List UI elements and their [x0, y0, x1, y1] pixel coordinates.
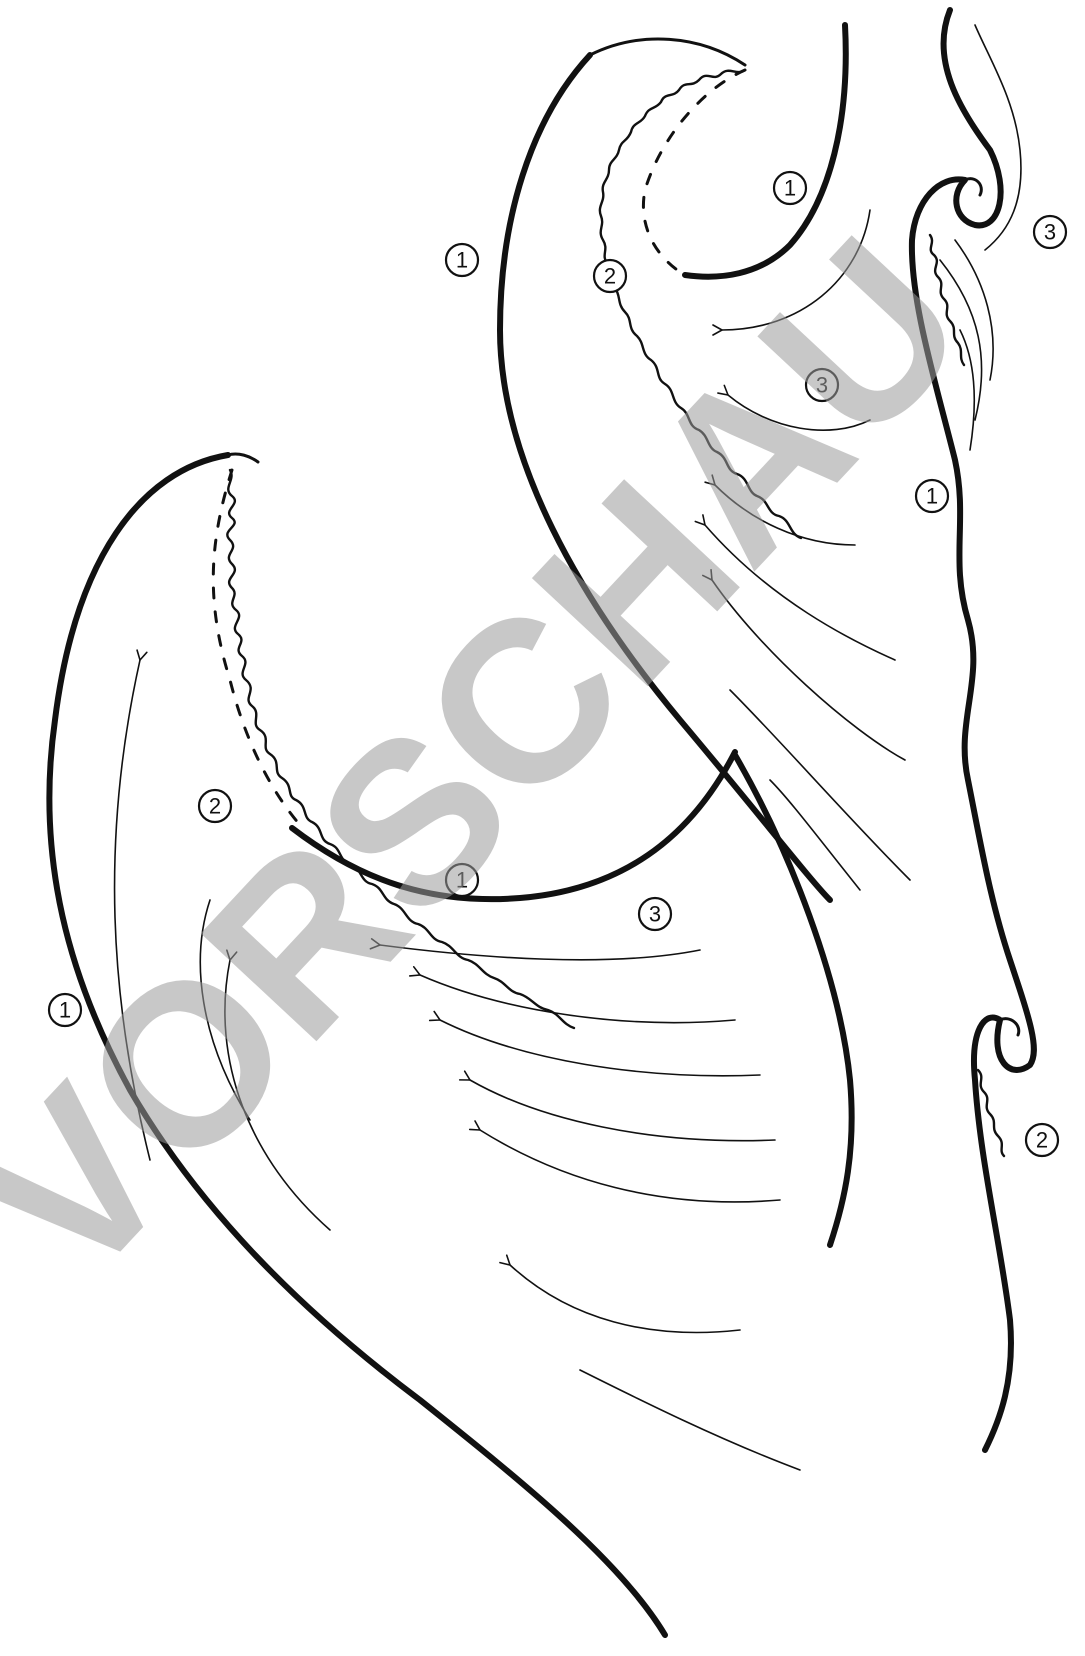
top-wave-foam-dashes	[643, 70, 745, 272]
big-wave-crest-tip	[228, 454, 258, 462]
svg-text:1: 1	[456, 248, 468, 273]
top-wave-inner-marker: 1	[774, 172, 806, 204]
top-wave-foam-marker: 2	[594, 260, 626, 292]
right-edge-waves: 3 1 2	[912, 10, 1066, 1450]
big-wave-wind-marker: 3	[639, 898, 671, 930]
right-edge-upper-marker: 3	[1034, 216, 1066, 248]
right-edge-lower-marker: 2	[1026, 1124, 1058, 1156]
watermark-text: VORSCHAU	[0, 191, 1013, 1329]
big-wave-wind-arrows	[380, 945, 800, 1470]
right-edge-middle-marker: 1	[916, 480, 948, 512]
svg-text:3: 3	[1044, 220, 1056, 245]
right-edge-main-line	[912, 10, 1034, 1450]
svg-text:1: 1	[784, 176, 796, 201]
svg-text:2: 2	[209, 794, 221, 819]
svg-text:2: 2	[1036, 1128, 1048, 1153]
top-wave-crest-tip	[590, 39, 745, 65]
svg-text:2: 2	[604, 264, 616, 289]
top-wave-outer-marker: 1	[446, 244, 478, 276]
svg-text:3: 3	[649, 902, 661, 927]
big-wave-back-line	[735, 755, 852, 1245]
right-edge-lower-curl	[1000, 1019, 1019, 1035]
svg-text:1: 1	[926, 484, 938, 509]
big-wave-foam-marker: 2	[199, 790, 231, 822]
